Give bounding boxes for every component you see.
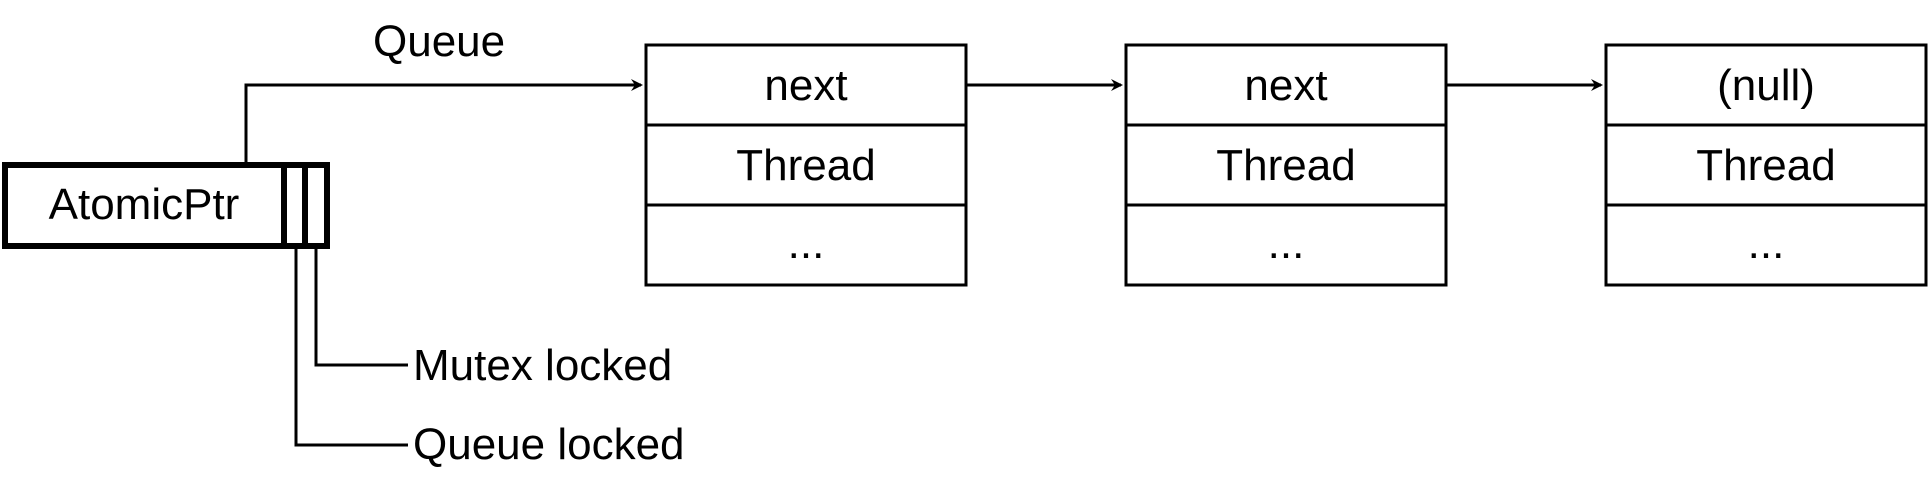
mutex-bit-line xyxy=(314,246,408,367)
atomic-ptr: AtomicPtr xyxy=(2,162,330,249)
queue-node-1: next Thread ... xyxy=(644,43,968,287)
queue-pointer-arrow xyxy=(244,79,643,162)
queue-node-2: next Thread ... xyxy=(1124,43,1448,287)
queue-node-3: (null) Thread ... xyxy=(1604,43,1928,287)
node-3-null-field: (null) xyxy=(1717,61,1815,110)
mutex-locked-label: Mutex locked xyxy=(413,341,672,390)
queue-label: Queue xyxy=(373,17,505,66)
node-3-rest-field: ... xyxy=(1748,219,1785,268)
queue-locked-label: Queue locked xyxy=(413,420,685,469)
node-2-rest-field: ... xyxy=(1268,219,1305,268)
node-2-next-field: next xyxy=(1244,61,1327,110)
queue-bit-line xyxy=(294,246,408,447)
node-2-thread-field: Thread xyxy=(1216,141,1355,190)
node-1-rest-field: ... xyxy=(788,219,825,268)
node-1-next-field: next xyxy=(764,61,847,110)
node-1-thread-field: Thread xyxy=(736,141,875,190)
node-3-thread-field: Thread xyxy=(1696,141,1835,190)
atomic-ptr-label: AtomicPtr xyxy=(49,180,240,229)
